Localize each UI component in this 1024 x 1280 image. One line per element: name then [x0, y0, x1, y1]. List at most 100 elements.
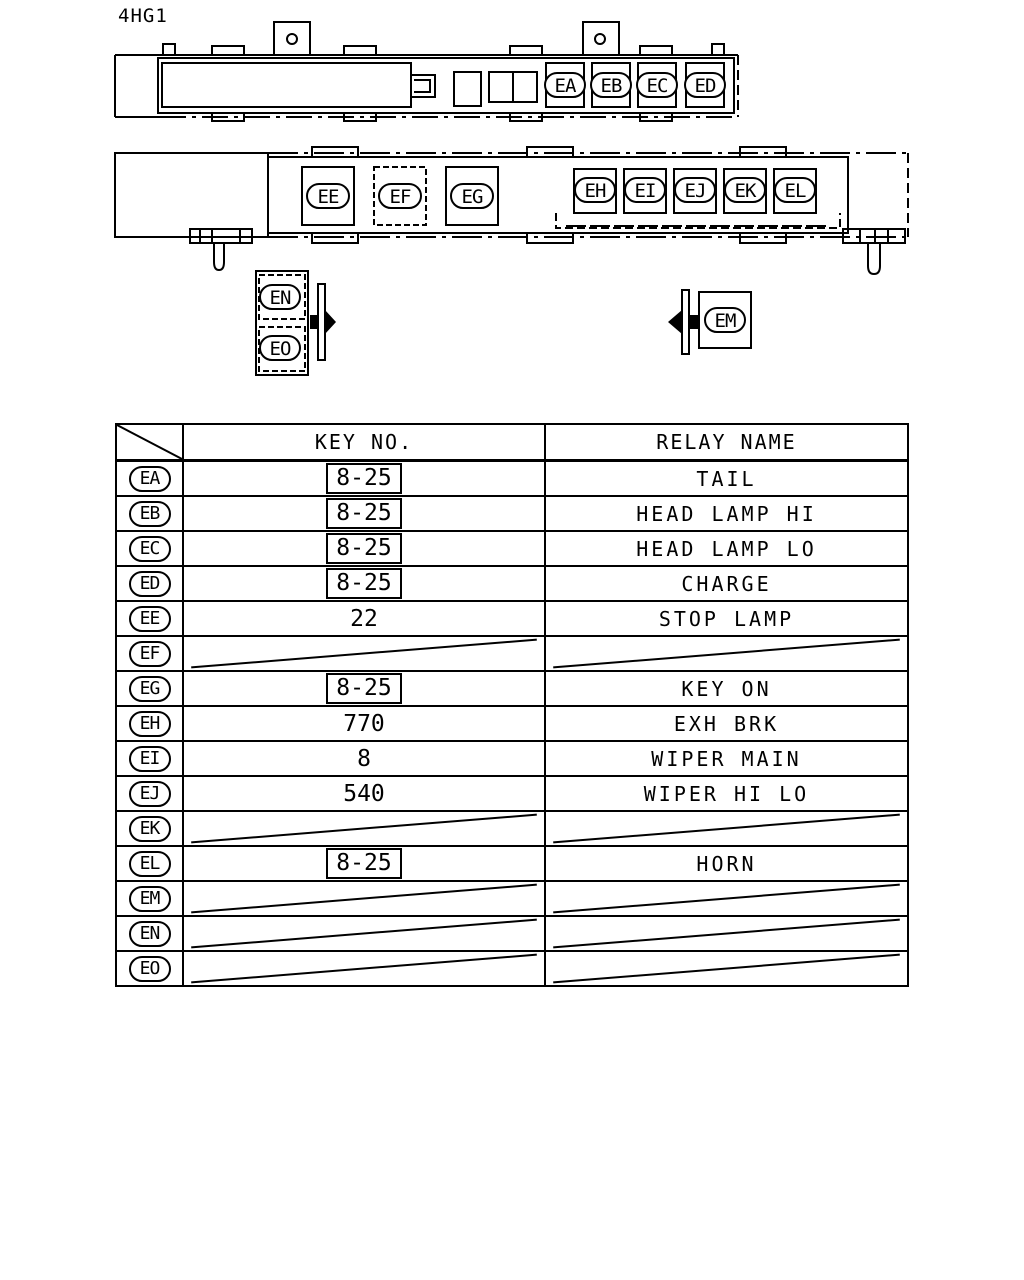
key-no-cell: 8-25	[182, 670, 546, 707]
relay-slot-ed: ED	[684, 62, 726, 108]
relay-id-cell: EH	[115, 705, 184, 742]
relay-id-tag: EL	[128, 850, 171, 877]
key-no-cell: 22	[182, 600, 546, 637]
relay-id-tag: EK	[128, 815, 171, 842]
relay-name-value: WIPER MAIN	[651, 746, 802, 771]
key-no-value: 8-25	[326, 673, 402, 704]
svg-text:EG: EG	[462, 186, 483, 208]
key-no-cell: 8-25	[182, 565, 546, 602]
key-no-value: 22	[350, 605, 378, 632]
upper-relay-slots: EA EB EC ED	[544, 62, 726, 108]
relay-id-tag: EE	[128, 605, 171, 632]
right-side-bracket: EM	[668, 289, 752, 355]
relay-name-cell: EXH BRK	[544, 705, 909, 742]
relay-id-cell: EL	[115, 845, 184, 882]
svg-text:EE: EE	[318, 186, 339, 208]
key-no-value: 8-25	[326, 498, 402, 529]
left-side-bracket: EN EO	[255, 270, 336, 376]
key-no-value: 8	[357, 745, 371, 772]
relay-name-value: WIPER HI LO	[643, 781, 810, 806]
relay-slot-ek: EK	[723, 168, 767, 214]
key-no-value: 8-25	[326, 463, 402, 494]
relay-slot-ei: EI	[623, 168, 667, 214]
key-no-cell: 540	[182, 775, 546, 812]
key-no-cell	[182, 635, 546, 672]
svg-text:EK: EK	[735, 180, 757, 202]
relay-slot-em: EM	[715, 310, 736, 332]
relay-name-value: HEAD LAMP HI	[636, 501, 817, 526]
relay-id-cell: EJ	[115, 775, 184, 812]
relay-id-tag: EO	[128, 955, 171, 982]
relay-box-diagram: 4HG1 EA	[114, 5, 909, 376]
relay-slot-en: EN	[270, 287, 291, 309]
upper-relay-box	[114, 21, 739, 122]
lower-small-relay-slots: EH EI EJ EK EL	[573, 168, 817, 214]
relay-name-cell: CHARGE	[544, 565, 909, 602]
arrow-right-icon	[310, 310, 336, 334]
relay-name-cell	[544, 915, 909, 952]
relay-id-cell: EM	[115, 880, 184, 917]
key-no-value: 8-25	[326, 533, 402, 564]
relay-id-cell: ED	[115, 565, 184, 602]
relay-slot-eg: EG	[445, 166, 499, 226]
relay-name-value: EXH BRK	[673, 711, 780, 736]
model-label: 4HG1	[118, 5, 168, 27]
relay-id-cell: EG	[115, 670, 184, 707]
relay-id-cell: EI	[115, 740, 184, 777]
svg-text:EL: EL	[785, 180, 806, 202]
table-row: EF	[115, 635, 909, 672]
relay-id-tag: EI	[128, 745, 171, 772]
relay-slot-ea: EA	[544, 62, 586, 108]
svg-text:EH: EH	[585, 180, 606, 202]
svg-text:EC: EC	[647, 75, 668, 97]
relay-name-cell	[544, 635, 909, 672]
relay-name-header: RELAY NAME	[544, 423, 909, 462]
relay-name-cell: WIPER MAIN	[544, 740, 909, 777]
relay-id-cell: EF	[115, 635, 184, 672]
relay-slot-ec: EC	[636, 62, 678, 108]
relay-slot-eo: EO	[270, 338, 291, 360]
key-no-cell: 8	[182, 740, 546, 777]
relay-id-tag: ED	[128, 570, 171, 597]
relay-slot-eb: EB	[590, 62, 632, 108]
table-row: EE 22 STOP LAMP	[115, 600, 909, 637]
relay-id-tag: EC	[128, 535, 171, 562]
relay-name-cell: HEAD LAMP HI	[544, 495, 909, 532]
key-no-cell: 8-25	[182, 845, 546, 882]
table-row: EL 8-25 HORN	[115, 845, 909, 882]
key-no-value: 8-25	[326, 848, 402, 879]
key-no-cell	[182, 950, 546, 987]
relay-id-tag: EA	[128, 465, 171, 492]
key-no-cell: 8-25	[182, 459, 546, 497]
relay-name-value: CHARGE	[681, 571, 772, 596]
relay-id-tag: EG	[128, 675, 171, 702]
key-no-cell	[182, 915, 546, 952]
key-no-value: 540	[343, 780, 385, 807]
relay-id-cell: EK	[115, 810, 184, 847]
table-row: EG 8-25 KEY ON	[115, 670, 909, 707]
relay-name-cell: STOP LAMP	[544, 600, 909, 637]
table-row: EM	[115, 880, 909, 917]
relay-name-value: HEAD LAMP LO	[636, 536, 817, 561]
table-header-row: KEY NO. RELAY NAME	[115, 423, 909, 462]
corner-cell	[115, 423, 184, 462]
relay-name-value: STOP LAMP	[658, 606, 795, 631]
key-no-cell: 8-25	[182, 495, 546, 532]
relay-name-cell	[544, 880, 909, 917]
svg-text:EJ: EJ	[685, 180, 706, 202]
relay-id-tag: EM	[128, 885, 171, 912]
key-no-cell	[182, 880, 546, 917]
relay-name-value: HORN	[696, 851, 757, 876]
table-row: EI 8 WIPER MAIN	[115, 740, 909, 777]
table-row: EN	[115, 915, 909, 952]
relay-id-cell: EN	[115, 915, 184, 952]
relay-name-cell	[544, 810, 909, 847]
svg-text:ED: ED	[695, 75, 716, 97]
relay-id-tag: EN	[128, 920, 171, 947]
relay-slot-ej: EJ	[673, 168, 717, 214]
key-no-cell: 770	[182, 705, 546, 742]
relay-id-cell: EO	[115, 950, 184, 987]
relay-name-value: KEY ON	[681, 676, 772, 701]
